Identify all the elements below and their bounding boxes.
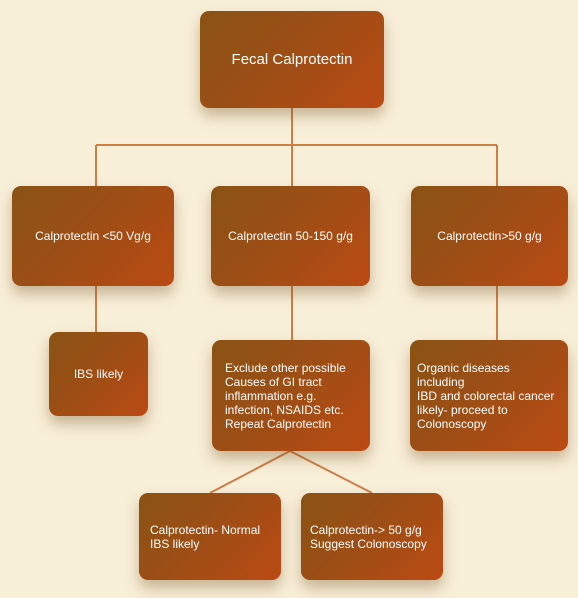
connector-exclude-to-colonoscopy: [289, 450, 373, 494]
node-suggest-colonoscopy-label: Calprotectin-> 50 g/g Suggest Colonoscop…: [310, 522, 427, 551]
node-calprotectin-below-50-label: Calprotectin <50 Vg/g: [35, 229, 151, 243]
node-fecal-calprotectin-label: Fecal Calprotectin: [231, 50, 353, 68]
node-calprotectin-normal: Calprotectin- Normal IBS likely: [139, 493, 281, 580]
node-calprotectin-50-150: Calprotectin 50-150 g/g: [211, 186, 370, 286]
node-calprotectin-above-50: Calprotectin>50 g/g: [411, 186, 568, 286]
node-exclude-other-causes: Exclude other possible Causes of GI trac…: [212, 340, 370, 451]
node-suggest-colonoscopy: Calprotectin-> 50 g/g Suggest Colonoscop…: [301, 493, 443, 580]
node-calprotectin-normal-label: Calprotectin- Normal IBS likely: [150, 522, 261, 551]
node-ibs-likely-label: IBS likely: [73, 367, 124, 381]
connector-exclude-to-normal: [209, 450, 291, 494]
node-calprotectin-above-50-label: Calprotectin>50 g/g: [437, 229, 542, 243]
node-organic-diseases-label: Organic diseases including IBD and color…: [417, 360, 555, 431]
node-calprotectin-50-150-label: Calprotectin 50-150 g/g: [228, 229, 353, 243]
node-exclude-other-causes-label: Exclude other possible Causes of GI trac…: [225, 360, 346, 431]
node-organic-diseases: Organic diseases including IBD and color…: [410, 340, 568, 451]
node-fecal-calprotectin: Fecal Calprotectin: [200, 11, 384, 108]
node-calprotectin-below-50: Calprotectin <50 Vg/g: [12, 186, 174, 286]
node-ibs-likely: IBS likely: [49, 332, 148, 416]
